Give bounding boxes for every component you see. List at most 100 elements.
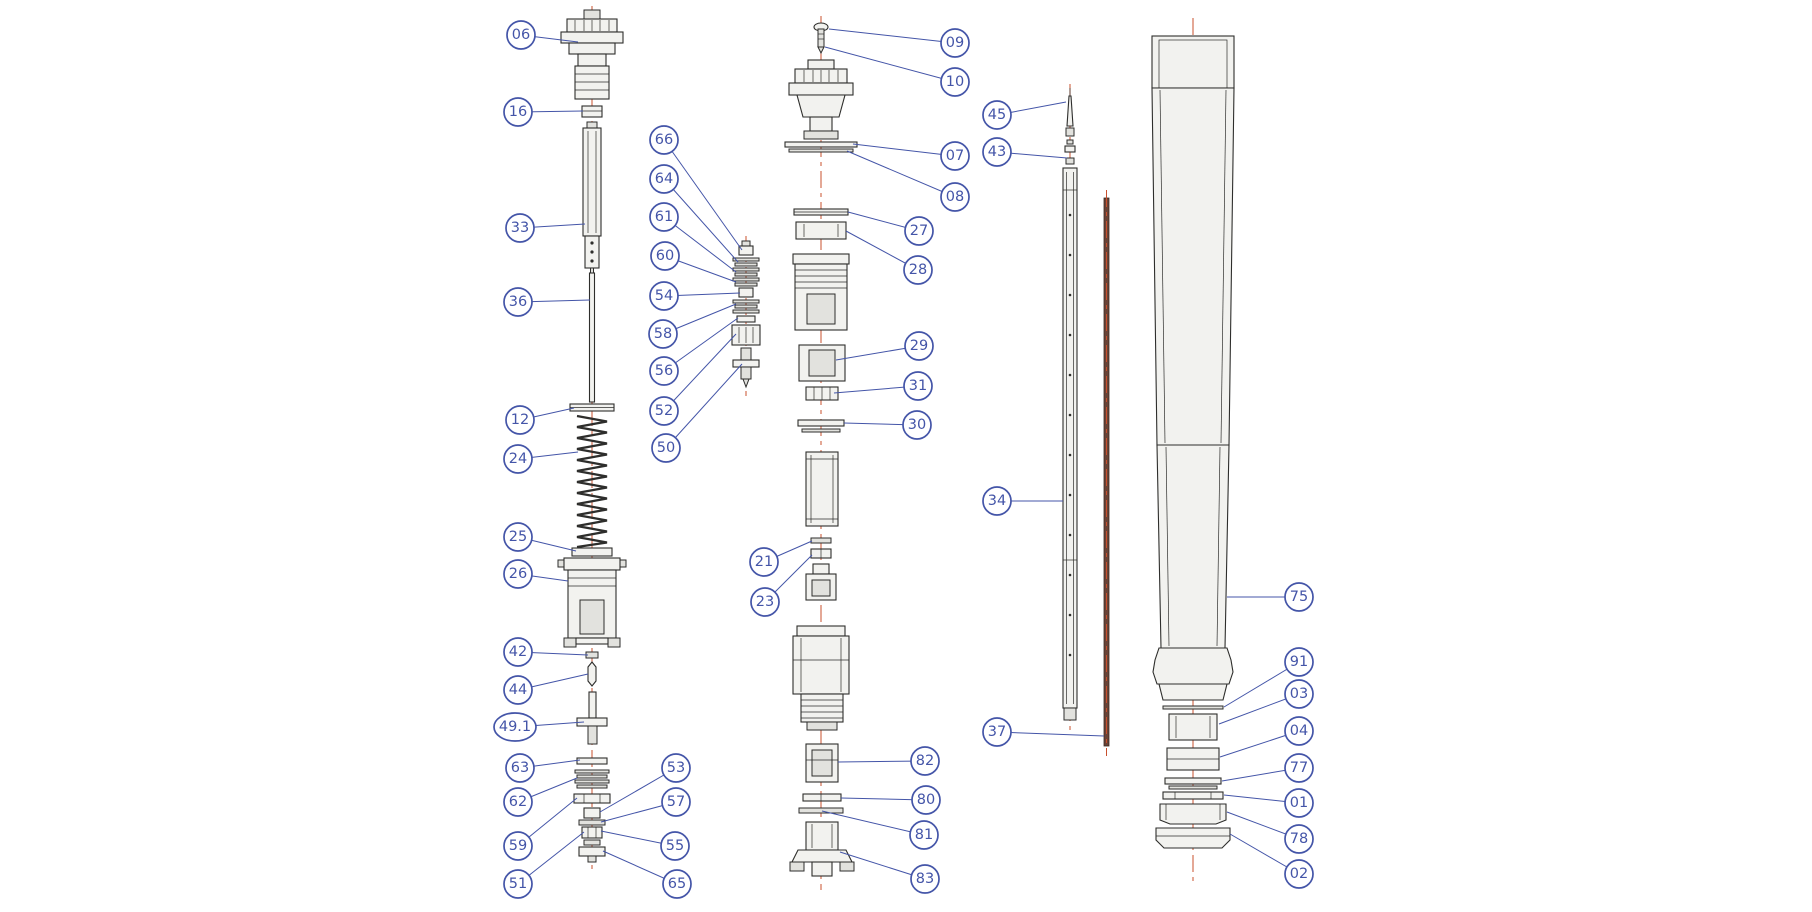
callout-52: 52 [649, 333, 737, 426]
callout-57: 57 [600, 787, 691, 823]
part-43-nut [1064, 139, 1076, 165]
part-23-ring [810, 548, 832, 559]
part-33-damper-tube [582, 121, 602, 269]
callout-51: 51 [503, 831, 585, 899]
callout-16: 16 [503, 97, 584, 127]
callout-label-31: 31 [909, 378, 927, 394]
callout-label-12: 12 [511, 412, 529, 428]
callout-91: 91 [1223, 647, 1314, 708]
callout-label-60: 60 [656, 248, 674, 264]
callout-58: 58 [648, 303, 737, 349]
callout-53: 53 [599, 753, 691, 813]
part-62-shim-stack [574, 769, 610, 789]
part-56-washer [736, 315, 756, 323]
callout-59: 59 [503, 797, 578, 861]
part-37-long-rod [1103, 190, 1110, 756]
part-63-washer [576, 757, 608, 765]
callout-42: 42 [503, 637, 589, 667]
part-78-oil-seal [1159, 803, 1227, 825]
part-lower-cartridge-body [792, 625, 850, 731]
center-cartridge-assembly [784, 16, 858, 890]
part-58-shims [732, 299, 760, 314]
callout-01: 01 [1223, 788, 1314, 818]
part-21-washer [810, 537, 832, 544]
callout-54: 54 [649, 281, 741, 311]
part-02-dust-seal [1155, 827, 1231, 849]
callout-82: 82 [837, 746, 940, 776]
compression-valve-stack [731, 236, 761, 396]
part-24-spring [576, 414, 608, 549]
callout-label-52: 52 [655, 403, 673, 419]
part-27-washer [793, 208, 849, 216]
callout-29: 29 [835, 331, 934, 361]
callout-78: 78 [1226, 811, 1314, 854]
part-45-needle [1065, 88, 1075, 137]
callout-label-36: 36 [509, 294, 527, 310]
callout-label-16: 16 [509, 104, 527, 120]
part-06-fork-cap [560, 9, 624, 100]
callout-65: 65 [602, 850, 692, 899]
part-52-piston [731, 324, 761, 346]
callout-label-57: 57 [667, 794, 685, 810]
callout-label-81: 81 [915, 827, 933, 843]
callout-label-49.1: 49.1 [499, 719, 531, 735]
part-83-bottom-fitting [789, 821, 855, 877]
part-65-end-piece [578, 846, 606, 863]
callout-83: 83 [839, 851, 940, 894]
callout-label-43: 43 [988, 144, 1006, 160]
callout-label-53: 53 [667, 760, 685, 776]
part-44-needle [587, 661, 597, 687]
outer-tube-group [1151, 18, 1235, 884]
part-09-10-screw [813, 22, 829, 55]
callout-64: 64 [649, 164, 739, 263]
part-57-washer [578, 819, 606, 826]
callout-label-82: 82 [916, 753, 934, 769]
part-50-valve [732, 347, 760, 389]
callout-label-91: 91 [1290, 654, 1308, 670]
callout-label-61: 61 [655, 209, 673, 225]
part-91-ring [1162, 705, 1224, 710]
callout-56: 56 [649, 317, 739, 386]
callout-label-62: 62 [509, 794, 527, 810]
part-49.1-adjuster-rod [576, 691, 608, 745]
part-03-bushing [1168, 713, 1218, 741]
callout-label-58: 58 [654, 326, 672, 342]
part-26-cartridge [557, 557, 627, 648]
callout-label-75: 75 [1290, 589, 1308, 605]
callout-28: 28 [845, 230, 933, 285]
callout-label-50: 50 [657, 440, 675, 456]
callout-label-77: 77 [1290, 760, 1308, 776]
callout-25: 25 [503, 522, 577, 552]
callout-09: 09 [828, 28, 970, 58]
callout-55: 55 [600, 830, 690, 861]
left-damper-assembly [557, 6, 627, 872]
part-36-push-rod [588, 267, 596, 403]
callout-layer: 0616333612242526424449.16362595166646160… [493, 20, 1314, 899]
callout-label-55: 55 [666, 838, 684, 854]
part-cylinder-segment [805, 451, 839, 527]
callout-label-29: 29 [910, 338, 928, 354]
part-34-inner-tube [1062, 167, 1078, 721]
callout-24: 24 [503, 444, 579, 474]
callout-label-83: 83 [916, 871, 934, 887]
callout-80: 80 [840, 785, 941, 815]
part-31-ring [805, 386, 839, 401]
callout-26: 26 [503, 559, 569, 589]
part-30-washer [797, 419, 845, 433]
part-16-spacer [581, 105, 603, 118]
part-01-ring [1162, 791, 1224, 800]
part-54-spacer [738, 287, 754, 298]
callout-02: 02 [1229, 833, 1314, 889]
callout-34: 34 [982, 486, 1063, 516]
callout-75: 75 [1227, 582, 1314, 612]
callout-label-64: 64 [655, 171, 673, 187]
callout-63: 63 [505, 753, 581, 783]
callout-label-30: 30 [908, 417, 926, 433]
part-51-washer [583, 839, 601, 846]
callout-77: 77 [1221, 753, 1314, 783]
part-55-nut [581, 826, 603, 839]
part-28-ring [795, 221, 847, 240]
callout-62: 62 [503, 777, 578, 817]
callout-label-42: 42 [509, 644, 527, 660]
callout-label-63: 63 [511, 760, 529, 776]
